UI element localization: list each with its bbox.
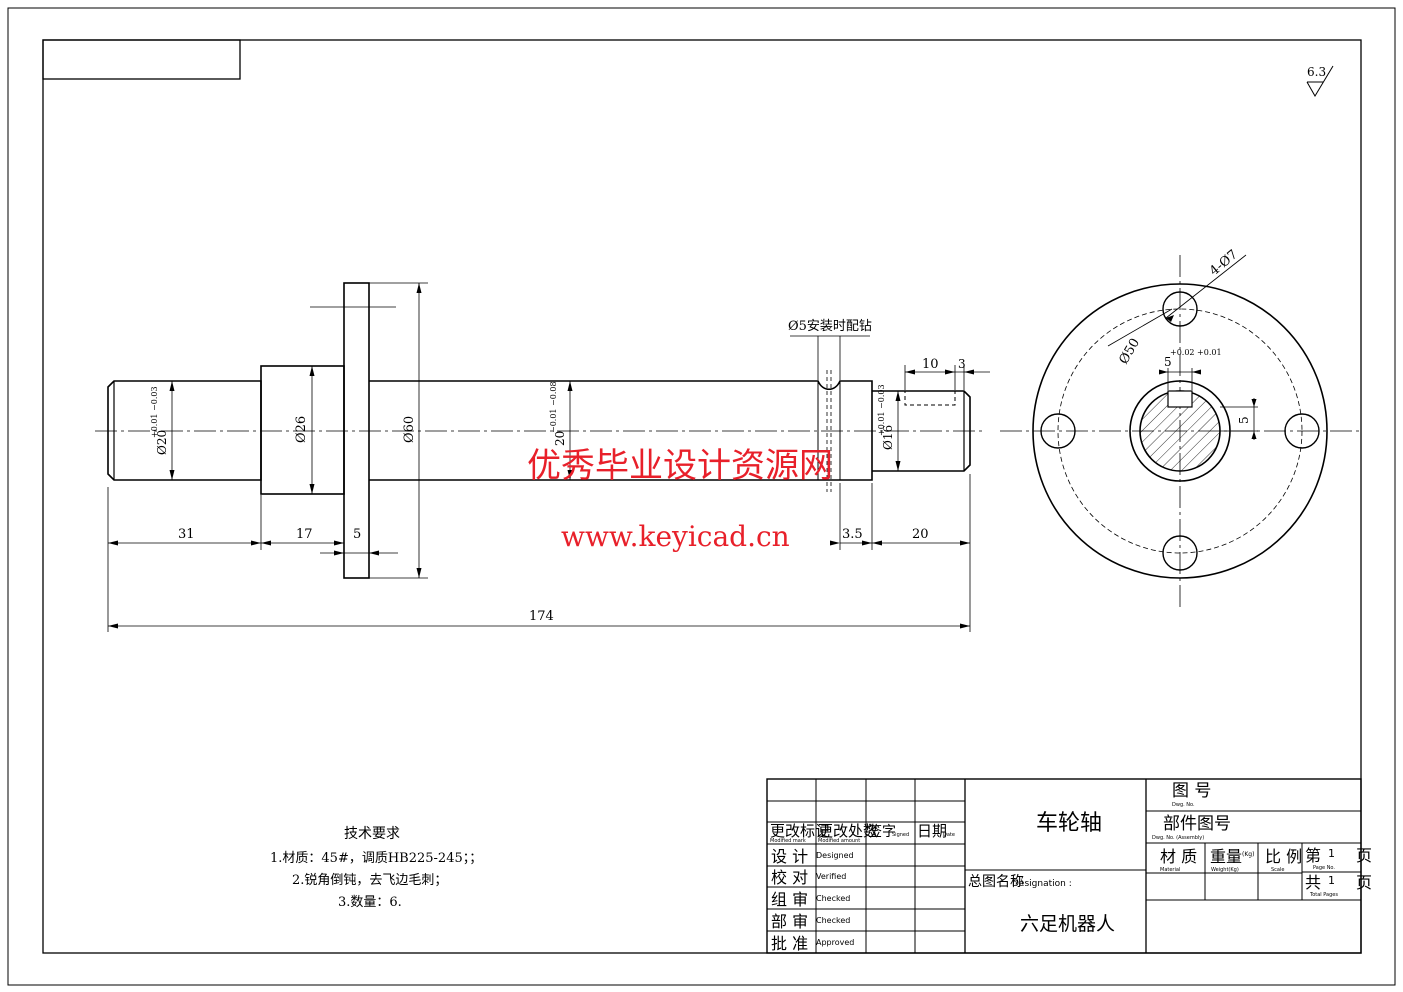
dim-31: 31 xyxy=(178,527,195,542)
title-block-grid xyxy=(766,778,1362,954)
dwg-no-label: 图 号 xyxy=(1172,781,1211,801)
rev-label: 更改标记 xyxy=(770,822,830,840)
dim-5: 5 xyxy=(353,527,361,542)
assembly-no-label-en: Dwg. No. (Assembly) xyxy=(1152,835,1204,841)
dim-keyway-tol: +0.02 +0.01 xyxy=(1170,348,1222,357)
dim-keyway-depth: 5 xyxy=(1237,416,1251,424)
rev-label-en: Signed xyxy=(892,832,909,838)
page-post: 页 xyxy=(1356,846,1372,865)
scale-label: 比 例 xyxy=(1265,847,1302,866)
tech-item: 1.材质：45#，调质HB225-245；； xyxy=(270,851,482,866)
left-journal xyxy=(107,380,262,481)
weight-label-en: Weight(Kg) xyxy=(1211,867,1239,873)
tech-title: 技术要求 xyxy=(344,826,400,842)
rev-label: 签字 xyxy=(868,823,896,840)
rev-label-en: Modified amount xyxy=(818,838,860,844)
pitch-circle xyxy=(1057,308,1303,554)
weight-unit: (Kg) xyxy=(1242,851,1254,858)
page-pre: 第 xyxy=(1305,846,1321,865)
flange-dimension-arrows xyxy=(1159,315,1257,439)
shaft-dimension-texts: 31 17 5 3.5 20 174 10 3 Ø20 +0.01 −0.03 … xyxy=(150,319,966,624)
dim-keyway-width: 5 xyxy=(1164,355,1172,369)
surface-roughness-value: 6.3 xyxy=(1307,65,1326,79)
bolt-hole-bottom xyxy=(1162,535,1198,571)
page-en: Page No. xyxy=(1313,865,1335,871)
dim-dia-16-tol: +0.01 −0.03 xyxy=(877,384,886,436)
material-label: 材 质 xyxy=(1160,847,1197,866)
rev-label-en: Date xyxy=(943,832,955,838)
dim-dia-16: Ø16 xyxy=(881,425,895,450)
title-block-texts: 更改标记 Modified mark 更改处数 Modified amount … xyxy=(770,781,1372,953)
dim-174: 174 xyxy=(529,609,554,624)
surface-roughness-symbol: 6.3 xyxy=(1306,65,1334,97)
role-label-en: Checked xyxy=(816,894,850,903)
dim-dia-26: Ø26 xyxy=(294,416,309,443)
bolt-hole-right xyxy=(1284,413,1320,449)
dim-dia-20-tol: +0.01 −0.03 xyxy=(150,386,159,438)
total-post: 页 xyxy=(1356,873,1372,892)
shaft-dimension-lines xyxy=(107,282,990,632)
dim-20: 20 xyxy=(912,527,929,542)
role-label-en: Approved xyxy=(816,938,854,947)
keyway-notch xyxy=(1167,390,1193,408)
dim-dia-60: Ø60 xyxy=(402,416,417,443)
dim-dia-mid-tol: −0.01 −0.08 xyxy=(549,381,558,433)
role-label: 部 审 xyxy=(771,912,808,931)
watermark: 优秀毕业设计资源网 www.keyicad.cn xyxy=(527,446,833,553)
role-label: 组 审 xyxy=(771,890,808,909)
part-name: 车轮轴 xyxy=(1036,811,1102,836)
flange xyxy=(343,282,370,579)
role-label-en: Checked xyxy=(816,916,850,925)
shaft-side-view xyxy=(95,282,985,579)
bolt-hole-left xyxy=(1040,413,1076,449)
weight-label: 重量 xyxy=(1210,847,1242,866)
tech-item: 2.锐角倒钝，去飞边毛刺； xyxy=(292,873,447,888)
role-label-en: Verified xyxy=(816,872,846,881)
role-label: 批 准 xyxy=(771,934,808,953)
rev-label: 更改处数 xyxy=(818,822,878,840)
assembly-label: 总图名称 xyxy=(968,874,1024,890)
dim-10: 10 xyxy=(922,357,939,372)
flange-outer-circle xyxy=(1032,283,1328,579)
assembly-name: 六足机器人 xyxy=(1020,913,1115,935)
material-label-en: Material xyxy=(1160,867,1180,873)
dim-dia-20: Ø20 xyxy=(155,430,169,455)
main-body xyxy=(369,380,873,481)
drill-note: Ø5安装时配钻 xyxy=(788,319,872,334)
rev-label: 日期 xyxy=(917,822,947,840)
page-num: 1 xyxy=(1328,847,1335,860)
role-label: 设 计 xyxy=(771,847,808,866)
role-label: 校 对 xyxy=(771,868,808,887)
keyway-hidden xyxy=(904,390,956,406)
total-num: 1 xyxy=(1328,874,1335,887)
rev-label-en: Modified mark xyxy=(770,838,806,844)
dim-3: 3 xyxy=(958,357,966,371)
dwg-no-label-en: Dwg. No. xyxy=(1172,802,1195,808)
total-pre: 共 xyxy=(1305,873,1321,892)
dim-3-5: 3.5 xyxy=(842,527,863,542)
dim-dia-mid: 20 xyxy=(553,431,567,446)
scale-label-en: Scale xyxy=(1271,867,1284,873)
dim-17: 17 xyxy=(296,527,313,542)
assembly-label-en: Designation : xyxy=(1012,879,1072,889)
drawing-border xyxy=(7,7,1396,986)
shaft-dimension-arrows xyxy=(108,283,974,629)
tech-item: 3.数量：6. xyxy=(338,895,402,910)
watermark-line2: www.keyicad.cn xyxy=(561,520,790,553)
shaft-section-hatch xyxy=(1140,390,1220,471)
watermark-line1: 优秀毕业设计资源网 xyxy=(527,446,833,486)
tech-requirements: 技术要求 1.材质：45#，调质HB225-245；； 2.锐角倒钝，去飞边毛刺… xyxy=(270,826,482,910)
role-label-en: Designed xyxy=(816,851,854,860)
dim-pitch-circle: Ø50 xyxy=(1116,336,1143,367)
bolt-hole-top xyxy=(1162,291,1198,327)
total-en: Total Pages xyxy=(1309,892,1338,898)
assembly-no-label: 部件图号 xyxy=(1163,814,1231,834)
